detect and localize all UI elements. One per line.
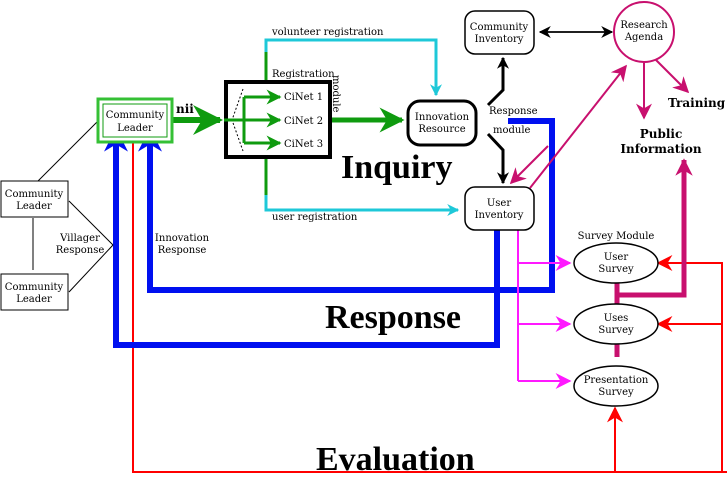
presentation-survey-line2: Survey bbox=[598, 387, 634, 398]
response-module-label-top: Response bbox=[489, 106, 538, 117]
inquiry-title: Inquiry bbox=[341, 149, 453, 186]
community-leader-2-line2: Leader bbox=[16, 294, 52, 305]
community-leader-1-line1: Community bbox=[5, 189, 64, 200]
module-vertical-label: module bbox=[330, 75, 341, 113]
registration-routes bbox=[264, 38, 460, 216]
public-information-line1: Public bbox=[640, 127, 683, 141]
crimson-to-user-inventory bbox=[509, 145, 549, 185]
community-inventory-line2: Inventory bbox=[475, 34, 524, 45]
research-agenda-node[interactable]: Research Agenda bbox=[613, 1, 675, 63]
evaluation-title: Evaluation bbox=[316, 441, 475, 478]
user-survey-line1: User bbox=[604, 252, 628, 263]
user-survey-node[interactable]: User Survey bbox=[573, 242, 659, 284]
community-inventory-line1: Community bbox=[470, 22, 529, 33]
crimson-to-public-information bbox=[617, 158, 693, 298]
villager-response-line2: Response bbox=[56, 245, 105, 256]
innovation-response-line2: Response bbox=[158, 245, 207, 256]
community-leader-main-line2: Leader bbox=[117, 123, 153, 134]
evaluation-loop bbox=[125, 126, 727, 473]
uses-survey-line1: Uses bbox=[604, 313, 629, 324]
inventory-links bbox=[486, 26, 614, 185]
training-label: Training bbox=[668, 96, 726, 110]
blue-outer-line bbox=[104, 127, 500, 348]
research-links bbox=[509, 59, 693, 357]
survey-feeders bbox=[517, 230, 572, 389]
research-agenda-line1: Research bbox=[620, 20, 668, 31]
user-inventory-node[interactable]: User Inventory bbox=[464, 186, 535, 231]
innovation-resource-line2: Resource bbox=[418, 124, 465, 135]
registration-label: Registration bbox=[272, 69, 335, 80]
user-survey-line2: Survey bbox=[598, 264, 634, 275]
community-leader-2-line1: Community bbox=[5, 282, 64, 293]
nii-label: nii bbox=[176, 102, 194, 116]
cinet-1-label: CiNet 1 bbox=[284, 92, 323, 103]
presentation-survey-line1: Presentation bbox=[584, 375, 649, 386]
cinet-3-label: CiNet 3 bbox=[284, 139, 323, 150]
red-to-user-survey bbox=[656, 255, 723, 472]
villager-response-line1: Villager bbox=[59, 233, 100, 244]
innovation-resource-line1: Innovation bbox=[415, 112, 470, 123]
cinet-registration-module[interactable]: CiNet 1 CiNet 2 CiNet 3 bbox=[224, 80, 332, 159]
uses-survey-line2: Survey bbox=[598, 325, 634, 336]
user-inventory-line2: Inventory bbox=[475, 210, 524, 221]
uses-survey-node[interactable]: Uses Survey bbox=[573, 303, 659, 345]
black-to-community-inventory bbox=[486, 56, 509, 107]
innovation-resource-node[interactable]: Innovation Resource bbox=[406, 99, 478, 147]
blue-inner-line bbox=[138, 118, 555, 293]
innovation-response-line1: Innovation bbox=[155, 233, 210, 244]
villager-response-line-bottom bbox=[68, 244, 114, 293]
community-leader-node-1[interactable]: Community Leader bbox=[0, 180, 69, 218]
research-agenda-line2: Agenda bbox=[624, 32, 663, 43]
community-leader-1-line2: Leader bbox=[16, 201, 52, 212]
villager-response-line-top bbox=[68, 200, 114, 246]
response-loop bbox=[104, 118, 555, 348]
cinet-2-label: CiNet 2 bbox=[284, 116, 323, 127]
community-leader-main-node[interactable]: Community Leader bbox=[96, 97, 174, 144]
crimson-to-training bbox=[655, 59, 690, 94]
user-inventory-line1: User bbox=[487, 198, 511, 209]
community-leader-node-2[interactable]: Community Leader bbox=[0, 273, 69, 311]
leader-link-1 bbox=[37, 121, 98, 182]
public-information-line2: Information bbox=[620, 142, 701, 156]
response-module-label-bottom: module bbox=[493, 125, 531, 136]
response-title: Response bbox=[325, 299, 461, 336]
black-to-user-inventory bbox=[486, 132, 509, 185]
community-leader-main-line1: Community bbox=[106, 110, 165, 121]
red-evaluation-line bbox=[125, 126, 727, 473]
user-registration-label: user registration bbox=[272, 212, 358, 223]
presentation-survey-node[interactable]: Presentation Survey bbox=[573, 365, 659, 407]
villager-lines bbox=[32, 121, 114, 293]
crimson-to-research-agenda bbox=[529, 64, 627, 189]
survey-module-label: Survey Module bbox=[578, 231, 655, 242]
community-inventory-node[interactable]: Community Inventory bbox=[464, 10, 535, 55]
volunteer-registration-label: volunteer registration bbox=[271, 27, 384, 38]
